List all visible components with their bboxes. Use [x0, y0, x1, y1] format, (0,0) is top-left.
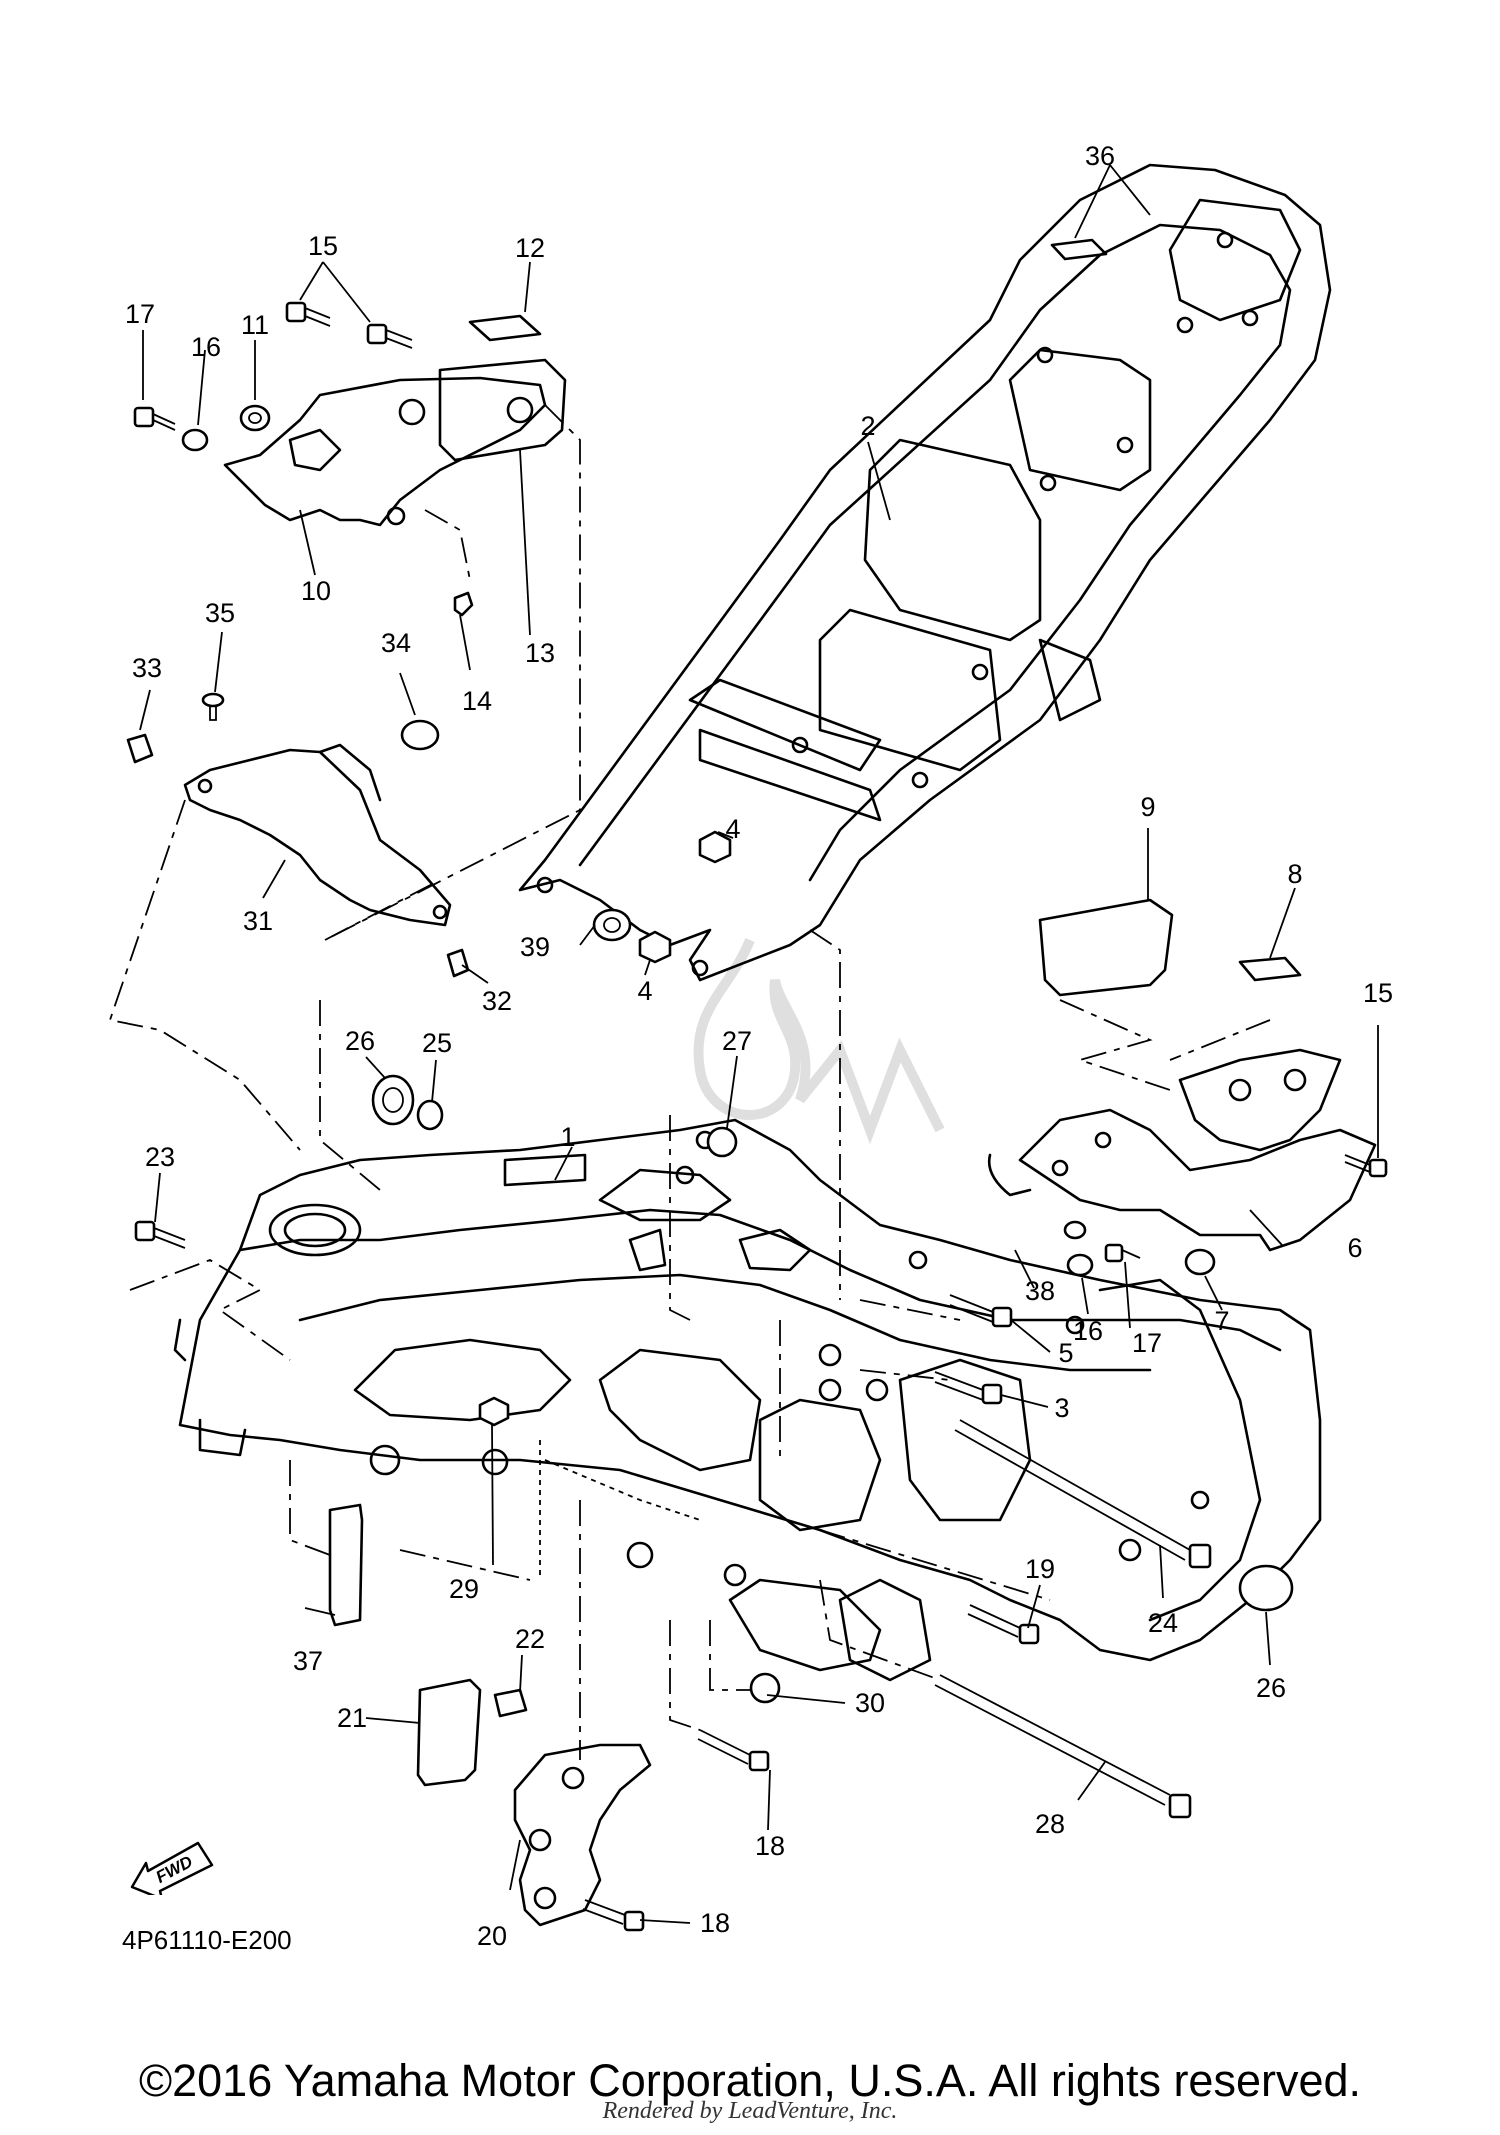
- callout-37: 37: [293, 1646, 323, 1676]
- callout-21: 21: [337, 1703, 367, 1733]
- callout-18b: 18: [700, 1908, 730, 1938]
- bracket-31: [183, 743, 452, 927]
- callout-4a: 4: [725, 814, 740, 844]
- pad-13: [438, 358, 567, 462]
- callout-39: 39: [520, 932, 550, 962]
- callout-8: 8: [1287, 859, 1302, 889]
- callout-25: 25: [422, 1028, 452, 1058]
- callout-1: 1: [560, 1122, 575, 1152]
- callout-29: 29: [449, 1574, 479, 1604]
- label-36: [1050, 238, 1108, 261]
- callout-27: 27: [722, 1026, 752, 1056]
- leader-lines: [139, 164, 1379, 1924]
- callout-26a: 26: [345, 1026, 375, 1056]
- bracket-6: [1018, 1048, 1377, 1252]
- callout-35: 35: [205, 598, 235, 628]
- callout-19: 19: [1025, 1554, 1055, 1584]
- callout-34: 34: [381, 628, 411, 658]
- rear-frame: [518, 163, 1332, 982]
- callout-36: 36: [1085, 141, 1115, 171]
- callout-18a: 18: [755, 1831, 785, 1861]
- bracket-10: [223, 376, 547, 527]
- callout-33: 33: [132, 653, 162, 683]
- callout-22: 22: [515, 1624, 545, 1654]
- callout-28: 28: [1035, 1809, 1065, 1839]
- pad-9: [1038, 898, 1174, 997]
- reference-lines: [108, 404, 1271, 1760]
- callout-2: 2: [860, 411, 875, 441]
- callout-13: 13: [525, 638, 555, 668]
- callout-5: 5: [1058, 1338, 1073, 1368]
- callout-4b: 4: [637, 976, 652, 1006]
- callout-26b: 26: [1256, 1673, 1286, 1703]
- callout-38: 38: [1025, 1276, 1055, 1306]
- callout-7: 7: [1214, 1306, 1229, 1336]
- callout-32: 32: [482, 986, 512, 1016]
- bracket-20: [513, 1743, 652, 1927]
- fwd-arrow-icon: FWD: [130, 1841, 214, 1895]
- watermark-logo-icon: [693, 938, 945, 1145]
- label-12: [468, 314, 542, 342]
- callout-30: 30: [855, 1688, 885, 1718]
- callout-20: 20: [477, 1921, 507, 1951]
- callout-14: 14: [462, 686, 492, 716]
- rendered-by-notice: Rendered by LeadVenture, Inc.: [602, 2098, 898, 2124]
- label-8: [1238, 956, 1302, 982]
- callout-12: 12: [515, 233, 545, 263]
- callout-3: 3: [1054, 1393, 1069, 1423]
- callouts: 1 2 3 4 4 5 6 7 8 9 10 11 12 13 14 15 15…: [125, 141, 1393, 1951]
- callout-15a: 15: [308, 231, 338, 261]
- small-parts: [126, 301, 1388, 1932]
- callout-24: 24: [1148, 1608, 1178, 1638]
- pad-21: [416, 1678, 482, 1787]
- callout-16a: 16: [191, 332, 221, 362]
- callout-15b: 15: [1363, 978, 1393, 1008]
- callout-6: 6: [1347, 1233, 1362, 1263]
- callout-17b: 17: [1132, 1328, 1162, 1358]
- copyright-notice: ©2016 Yamaha Motor Corporation, U.S.A. A…: [138, 2055, 1362, 2106]
- diagram-code: 4P61110-E200: [122, 1925, 292, 1955]
- callout-16b: 16: [1073, 1316, 1103, 1346]
- callout-31: 31: [243, 906, 273, 936]
- callout-23: 23: [145, 1142, 175, 1172]
- callout-10: 10: [301, 576, 331, 606]
- callout-9: 9: [1140, 792, 1155, 822]
- main-frame: [173, 1118, 1322, 1682]
- callout-11: 11: [241, 310, 269, 340]
- pad-37: [328, 1503, 364, 1627]
- callout-17a: 17: [125, 299, 155, 329]
